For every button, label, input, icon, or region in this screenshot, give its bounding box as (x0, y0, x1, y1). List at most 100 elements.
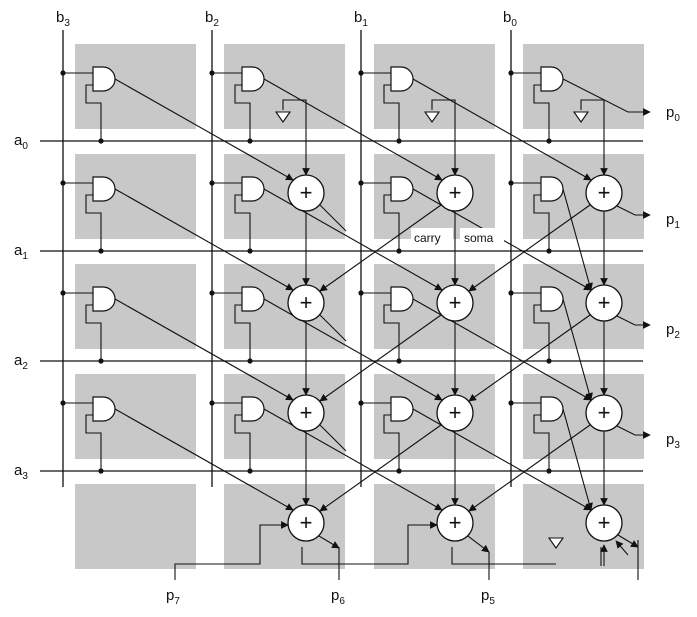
and-gate-r3-c1 (241, 396, 265, 422)
svg-text:+: + (449, 400, 462, 425)
a-input-r0-c0 (85, 84, 102, 141)
adder-r3-c3: + (585, 394, 623, 432)
adder-r3-c1: + (287, 394, 325, 432)
and-out-r3-c3 (562, 408, 593, 511)
zero-wire-c3 (580, 99, 608, 176)
a-tap-dot-r2-c1 (247, 358, 253, 364)
a-tap-dot-r0-c2 (396, 138, 402, 144)
and-gate-r3-c0 (92, 396, 116, 422)
a-bus-lines (40, 140, 643, 472)
and-gate-r0-c0 (92, 66, 116, 92)
zero-input-triangle-r0-c3 (572, 111, 590, 123)
output-p1 (616, 205, 651, 219)
adder-r1-c3: + (585, 174, 623, 212)
output-p3 (616, 425, 651, 439)
and-out-r3-c0 (114, 408, 294, 511)
svg-text:+: + (598, 290, 611, 315)
adder-r4-c2: + (436, 504, 474, 542)
adder-r3-c2: + (436, 394, 474, 432)
out-p5 (467, 535, 490, 553)
a-input-r0-c2 (383, 84, 400, 141)
b-tap-dot-r3-c0 (60, 400, 66, 406)
adder-r2-c2: + (436, 284, 474, 322)
b-tap-dot-r2-c1 (209, 290, 215, 296)
a-tap-dot-r1-c0 (98, 248, 104, 254)
svg-text:+: + (449, 290, 462, 315)
carry-diag-r2-c1 (319, 424, 442, 512)
svg-text:+: + (598, 400, 611, 425)
a-tap-dot-r1-c3 (546, 248, 552, 254)
carry-diag-r0-c1 (319, 204, 442, 292)
adders: + + + + + + + + + + + + (274, 111, 623, 549)
cell-r4-c1 (224, 484, 345, 569)
zero-wire-c1 (282, 99, 310, 176)
a-tap-dot-r3-c2 (396, 468, 402, 474)
b-tap-dot-r0-c2 (358, 70, 364, 76)
and-gate-r1-c3 (540, 176, 564, 202)
a-input-r3-c3 (533, 414, 550, 471)
b-tap-dot-r0-c3 (508, 70, 514, 76)
label-p3: p3 (666, 431, 680, 451)
svg-text:+: + (300, 290, 313, 315)
a-tap-dot-r2-c0 (98, 358, 104, 364)
b-tap-dot-r2-c0 (60, 290, 66, 296)
b-tap-dot-r3-c2 (358, 400, 364, 406)
adder-r1-c2: + (436, 174, 474, 212)
b-tap-dot-r0-c0 (60, 70, 66, 76)
b-tap-dot-r1-c1 (209, 180, 215, 186)
svg-text:+: + (300, 180, 313, 205)
and-out-r0-c2 (412, 78, 592, 181)
wires (63, 72, 651, 566)
b-tap-dot-r2-c3 (508, 290, 514, 296)
a-input-r1-c2 (383, 194, 400, 251)
label-p7: p7 (166, 587, 180, 607)
label-p2: p2 (666, 321, 680, 341)
and-gate-r0-c1 (241, 66, 265, 92)
label-p6: p6 (331, 587, 345, 607)
a-tap-dot-r1-c1 (247, 248, 253, 254)
a-input-r2-c3 (533, 304, 550, 361)
a-tap-dot-r0-c1 (247, 138, 253, 144)
a-input-r1-c3 (533, 194, 550, 251)
output-p2 (616, 315, 651, 329)
b-bus-lines (62, 30, 512, 487)
a-input-r3-c1 (234, 414, 251, 471)
zero-input-triangle-r0-c1 (274, 111, 292, 123)
cell-r4-c0 (75, 484, 196, 569)
and-gates (92, 66, 564, 422)
carry-diag-r2-c2 (468, 424, 591, 512)
label-b2: b2 (205, 9, 219, 29)
zero-wire-c2 (431, 99, 459, 176)
carry-label-bg (411, 228, 453, 246)
b-tap-dot-r3-c3 (508, 400, 514, 406)
a-input-r2-c0 (85, 304, 102, 361)
and-out-r0-c1 (263, 78, 443, 181)
soma-label: soma (464, 231, 494, 245)
label-a2: a2 (14, 352, 28, 372)
a-tap-dot-r0-c3 (546, 138, 552, 144)
junction-dots (60, 70, 552, 474)
a-input-r1-c0 (85, 194, 102, 251)
a-tap-dot-r2-c3 (546, 358, 552, 364)
and-out-r1-c0 (114, 188, 294, 291)
b-tap-dot-r1-c2 (358, 180, 364, 186)
and-gate-r1-c0 (92, 176, 116, 202)
label-a3: a3 (14, 462, 28, 482)
svg-text:+: + (598, 510, 611, 535)
and-gate-r3-c2 (390, 396, 414, 422)
svg-text:+: + (300, 400, 313, 425)
b-tap-dot-r1-c3 (508, 180, 514, 186)
and-out-r0-c0 (114, 78, 294, 181)
and-gate-r2-c0 (92, 286, 116, 312)
carry-left-r0 (319, 204, 347, 232)
svg-text:+: + (300, 510, 313, 535)
svg-text:+: + (598, 180, 611, 205)
carry-label: carry (414, 231, 441, 245)
and-out-r2-c0 (114, 298, 294, 401)
a-tap-dot-r3-c3 (546, 468, 552, 474)
and-gate-r2-c2 (390, 286, 414, 312)
adder-r2-c1: + (287, 284, 325, 322)
bottom-output-wires (174, 524, 639, 580)
